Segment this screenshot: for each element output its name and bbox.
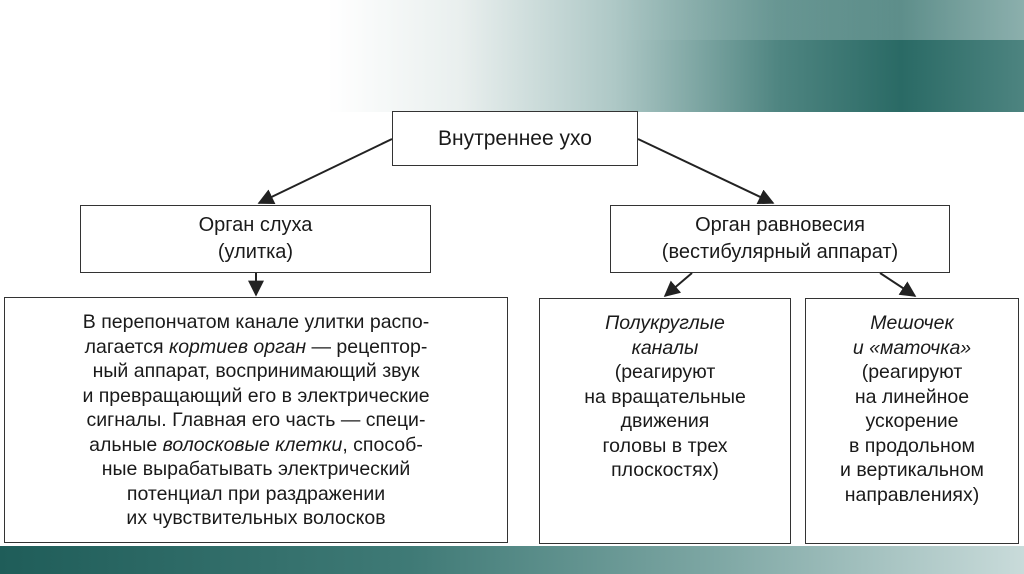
sac-line-4: на линейное	[854, 385, 970, 408]
desc-line-4: и превращающий его в электрические	[82, 384, 430, 407]
canals-line-5: движения	[620, 410, 710, 432]
hearing-organ-title: Орган слуха	[198, 214, 313, 236]
inner-ear-box: Внутреннее ухо	[392, 111, 638, 166]
desc-line-2: лагается кортиев орган — рецептор-	[85, 335, 428, 360]
balance-organ-subtitle: (вестибулярный аппарат)	[661, 241, 899, 263]
sac-title-2: и «маточка»	[852, 336, 972, 359]
desc-line-8: потенциал при раздражении	[126, 482, 386, 505]
arrow-root-to-hearing	[257, 138, 393, 204]
header-highlight	[0, 0, 1024, 40]
desc-line-6a: альные	[89, 433, 163, 456]
inner-ear-label: Внутреннее ухо	[438, 126, 592, 150]
desc-line-6: альные волосковые клетки, способ-	[89, 433, 423, 458]
desc-line-5: сигналы. Главная его часть — специ-	[86, 409, 426, 431]
desc-line-9: их чувствительных волосков	[126, 507, 386, 529]
sac-line-8: направлениях)	[844, 483, 980, 506]
semicircular-canals-box: Полукруглые каналы (реагируют на вращате…	[539, 298, 791, 544]
saccule-utricle-box: Мешочек и «маточка» (реагируют на линейн…	[805, 298, 1019, 544]
hearing-organ-subtitle: (улитка)	[217, 241, 294, 263]
desc-line-2a: лагается	[84, 335, 169, 358]
arrow-root-to-balance	[637, 138, 775, 205]
sac-title-1: Мешочек	[870, 312, 954, 334]
desc-line-2c: — рецептор-	[306, 335, 428, 358]
canals-title-2: каналы	[631, 336, 699, 359]
canals-line-3: (реагируют	[614, 361, 716, 383]
sac-line-6: в продольном	[849, 434, 975, 457]
canals-line-7: плоскостях)	[611, 459, 719, 481]
footer-band	[0, 546, 1024, 574]
desc-line-1: В перепончатом канале улитки распо-	[82, 311, 430, 333]
balance-organ-title: Орган равновесия	[695, 214, 865, 236]
header-band	[0, 0, 1024, 112]
hair-cells-term: волосковые клетки	[162, 433, 343, 456]
hearing-organ-box: Орган слуха (улитка)	[80, 205, 431, 273]
sac-line-5: ускорение	[865, 410, 959, 432]
desc-line-6c: , способ-	[342, 433, 423, 456]
arrow-balance-to-canals	[663, 272, 693, 298]
sac-line-7: и вертикальном	[840, 459, 984, 481]
sac-line-3: (реагируют	[861, 361, 963, 383]
canals-line-4: на вращательные	[584, 385, 746, 408]
arrow-balance-to-sac	[879, 272, 917, 297]
canals-title-1: Полукруглые	[605, 312, 725, 334]
corti-organ-term: кортиев орган	[169, 335, 307, 358]
cochlea-description-box: В перепончатом канале улитки распо- лага…	[4, 297, 508, 543]
desc-line-7: ные вырабатывать электрический	[101, 458, 411, 480]
canals-line-6: головы в трех	[602, 434, 728, 457]
desc-line-3: ный аппарат, воспринимающий звук	[92, 360, 420, 382]
balance-organ-box: Орган равновесия (вестибулярный аппарат)	[610, 205, 950, 273]
